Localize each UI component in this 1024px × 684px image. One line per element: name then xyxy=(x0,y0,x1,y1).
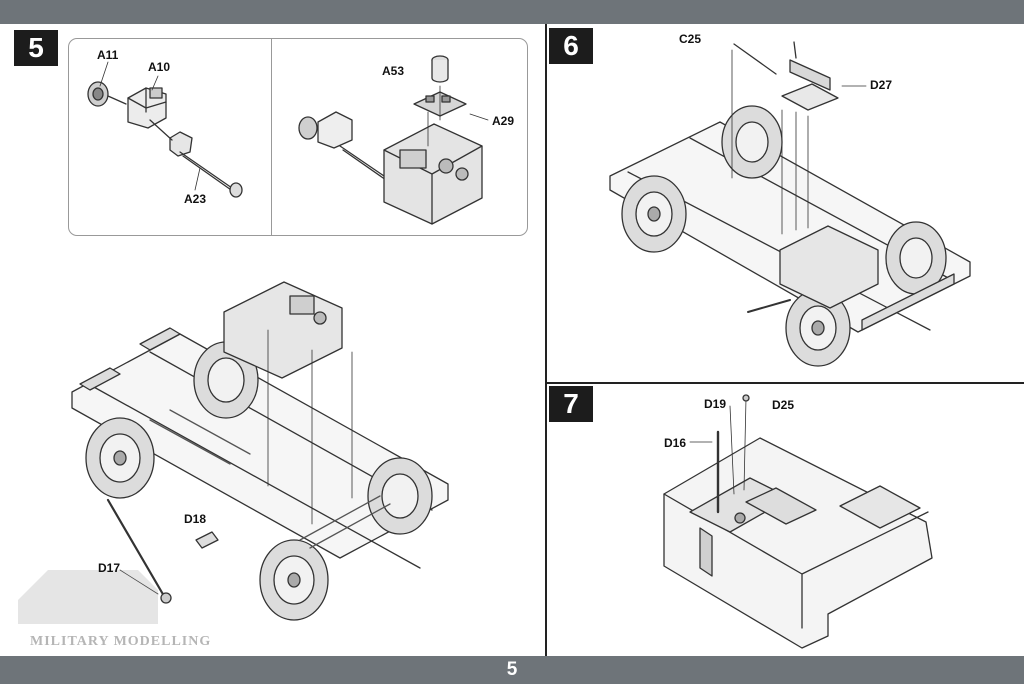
label-A29: A29 xyxy=(492,114,515,128)
vertical-divider xyxy=(545,24,547,656)
label-D16: D16 xyxy=(664,436,687,450)
step-5-badge: 5 xyxy=(14,30,58,66)
label-D27: D27 xyxy=(870,78,893,92)
subassembly-divider xyxy=(271,39,272,235)
label-A53: A53 xyxy=(382,64,405,78)
step-7-badge: 7 xyxy=(549,386,593,422)
label-A10: A10 xyxy=(148,60,171,74)
bottom-border-band xyxy=(0,656,1024,684)
label-D19: D19 xyxy=(704,397,727,411)
label-D17: D17 xyxy=(98,561,121,575)
label-A11: A11 xyxy=(97,48,119,62)
top-border-band xyxy=(0,0,1024,24)
watermark-text: MILITARY MODELLING xyxy=(30,634,212,649)
page-number: 5 xyxy=(506,659,518,680)
label-D25: D25 xyxy=(772,398,795,412)
driveshaft-subassembly-drawing xyxy=(87,61,243,198)
step-6-chassis-drawing xyxy=(609,41,971,367)
watermark-vehicle-silhouette xyxy=(18,570,158,624)
label-A23: A23 xyxy=(184,192,207,206)
horizontal-divider xyxy=(547,382,1024,384)
step-5-chassis-drawing xyxy=(71,281,449,621)
step-7-body-drawing xyxy=(663,394,933,649)
label-D18: D18 xyxy=(184,512,207,526)
label-C25: C25 xyxy=(679,32,702,46)
step-6-badge: 6 xyxy=(549,28,593,64)
engine-subassembly-drawing xyxy=(298,55,489,225)
step-5-subassembly-box xyxy=(68,38,528,236)
